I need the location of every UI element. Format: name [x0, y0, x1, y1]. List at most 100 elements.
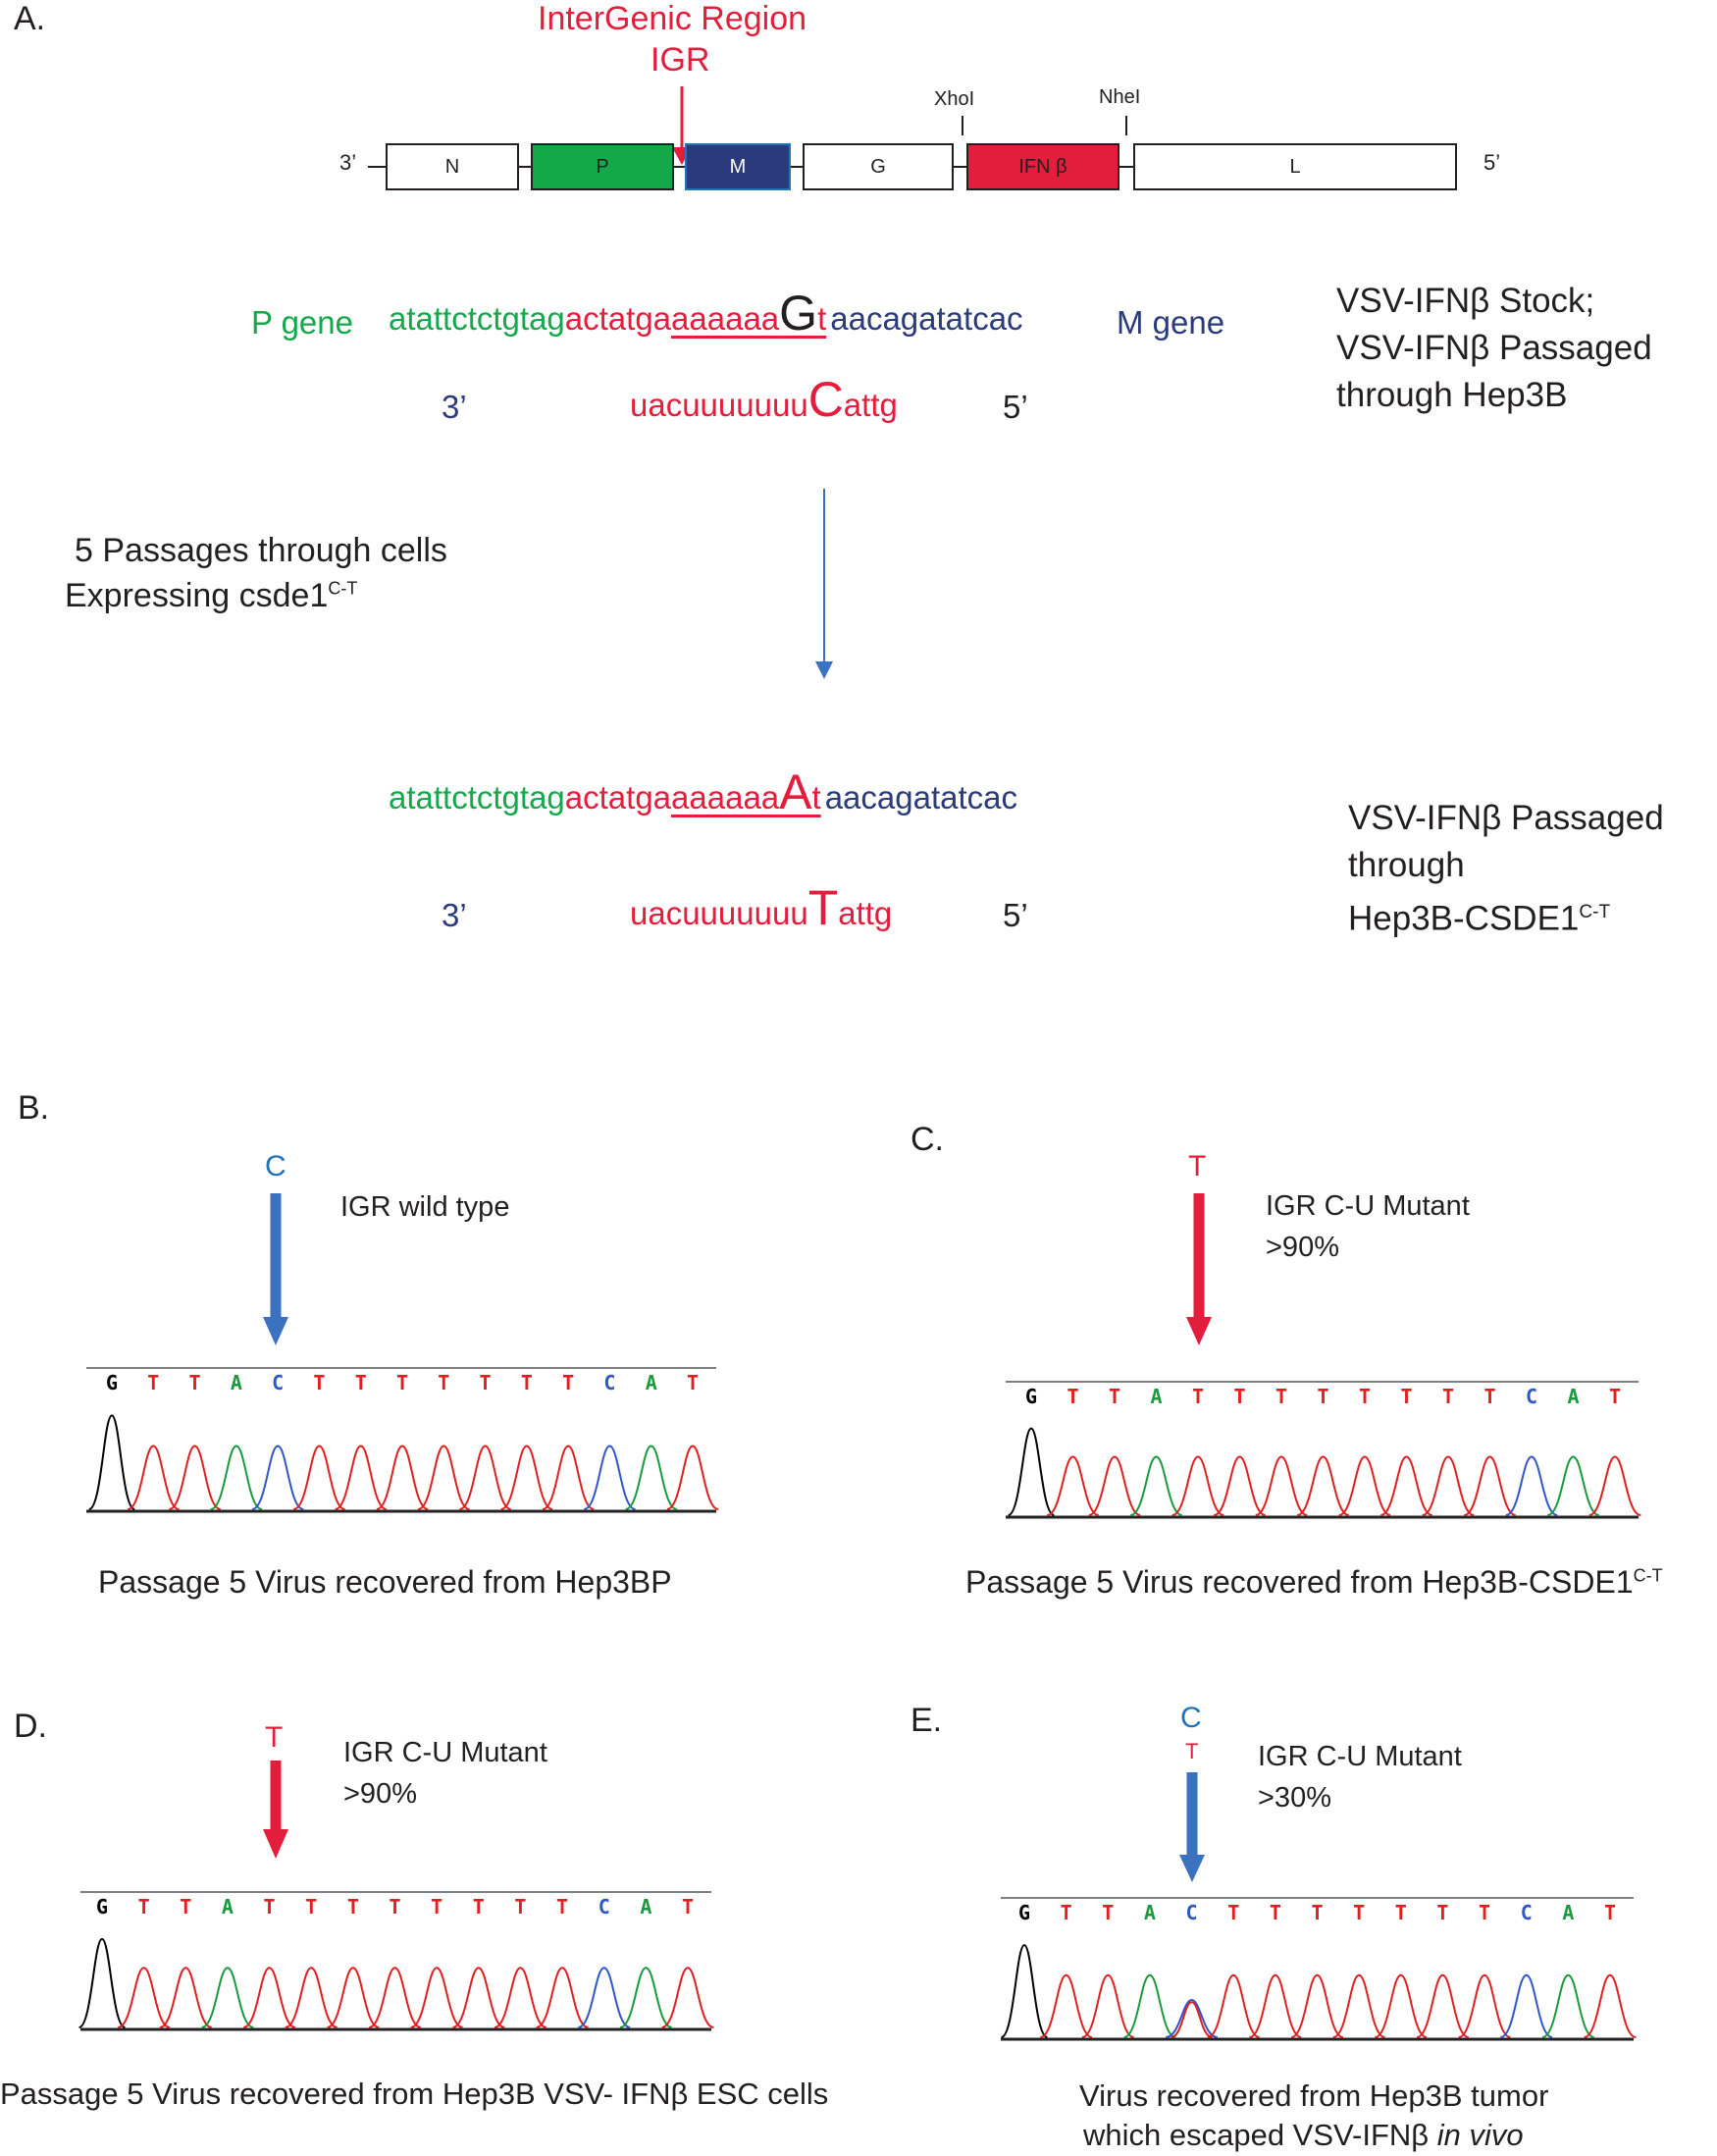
b-peak-1 [127, 1445, 180, 1510]
b-base-call-0: G [106, 1371, 118, 1394]
bottom-dna-navy: aacagatatcac [824, 779, 1017, 815]
top-rna-after: attg [843, 387, 898, 423]
panel-e-caption-1: Virus recovered from Hep3B tumor [1079, 2078, 1549, 2113]
bottom-rna-sequence: uacuuuuuuu T attg [630, 879, 892, 936]
b-peak-6 [335, 1445, 388, 1510]
b-peak-4 [251, 1445, 304, 1510]
c-base-call-7: T [1317, 1385, 1328, 1408]
c-peak-1 [1046, 1455, 1100, 1516]
igr-abbr: IGR [650, 41, 710, 79]
c-base-call-12: C [1526, 1385, 1537, 1408]
d-base-call-8: T [431, 1895, 442, 1919]
gene-box-n: N [386, 143, 519, 190]
panel-d-arrow [263, 1761, 288, 1859]
gene-box-g: G [803, 143, 954, 190]
passage-text-2: Expressing csde1C-T [65, 577, 357, 615]
c-peak-12 [1505, 1455, 1558, 1516]
passage-text-1: 5 Passages through cells [75, 532, 447, 569]
genome-5-end: 5’ [1483, 150, 1501, 175]
c-base-call-13: A [1567, 1385, 1579, 1408]
bottom-rna-5-end: 5’ [1003, 897, 1028, 933]
e-peak-12 [1499, 1973, 1553, 2038]
side-label-bottom: VSV-IFNβ Passaged through Hep3B-CSDE1C-T [1348, 795, 1664, 943]
p-gene-label: P gene [251, 304, 353, 341]
d-base-call-11: T [556, 1895, 568, 1919]
panel-e-arrow [1179, 1772, 1205, 1882]
top-rna-5-end: 5’ [1003, 389, 1028, 425]
bottom-rna-big-t: T [807, 880, 839, 935]
top-dna-sequence: atattctctgtag actatga aaaaaaGt aacagatat… [389, 285, 1023, 342]
panel-c-caption: Passage 5 Virus recovered from Hep3B-CSD… [965, 1564, 1663, 1601]
c-peak-6 [1255, 1455, 1308, 1516]
gene-box-m: M [685, 143, 791, 190]
panel-c-caption-sup: C-T [1633, 1565, 1663, 1586]
panel-e-caption-2: which escaped VSV-IFNβ in vivo [1083, 2118, 1524, 2153]
c-peak-0 [1008, 1427, 1055, 1516]
b-base-call-9: T [480, 1371, 492, 1394]
e-base-call-10: T [1436, 1901, 1448, 1924]
d-base-call-12: C [598, 1895, 610, 1919]
b-peak-5 [292, 1445, 346, 1510]
d-peak-11 [536, 1967, 589, 2028]
b-peak-3 [210, 1445, 263, 1510]
panel-c-caption-main: Passage 5 Virus recovered from Hep3B-CSD… [965, 1564, 1634, 1600]
d-peak-9 [451, 1967, 505, 2028]
bottom-dna-sequence: atattctctgtag actatga aaaaaaAt aacagatat… [389, 763, 1017, 820]
c-base-call-11: T [1483, 1385, 1495, 1408]
bottom-dna-t: t [811, 779, 821, 815]
top-dna-navy: aacagatatcac [830, 300, 1023, 337]
bottom-rna-3-end: 3’ [442, 897, 467, 933]
b-peak-10 [500, 1445, 553, 1510]
b-base-call-13: A [646, 1371, 657, 1394]
b-peak-12 [583, 1445, 637, 1510]
d-peak-0 [78, 1937, 126, 2028]
side-top-line-3: through Hep3B [1336, 376, 1568, 414]
b-peak-8 [417, 1445, 470, 1510]
e-peak-7 [1290, 1973, 1344, 2038]
side-label-top: VSV-IFNβ Stock; VSV-IFNβ Passaged throug… [1336, 278, 1652, 419]
top-rna-3-end: 3’ [442, 389, 467, 425]
c-peak-14 [1588, 1455, 1641, 1516]
e-peak-3 [1123, 1973, 1176, 2038]
gene-box-ifnb: IFN β [966, 143, 1119, 190]
e-peak-9 [1374, 1973, 1428, 2038]
e-base-call-11: T [1479, 1901, 1490, 1924]
b-base-call-1: T [147, 1371, 159, 1394]
b-base-call-14: T [687, 1371, 699, 1394]
panel-c-note-1: IGR C-U Mutant [1266, 1190, 1470, 1222]
side-top-line-1: VSV-IFNβ Stock; [1336, 282, 1595, 320]
panel-e-note-2: >30% [1258, 1782, 1331, 1814]
c-peak-9 [1379, 1455, 1433, 1516]
b-base-call-6: T [355, 1371, 367, 1394]
panel-c-arrow [1186, 1193, 1212, 1345]
c-base-call-4: T [1192, 1385, 1204, 1408]
bottom-dna-a-run: aaaaaa [671, 779, 780, 815]
e-base-call-9: T [1395, 1901, 1407, 1924]
b-base-call-11: T [562, 1371, 574, 1394]
d-peak-12 [577, 1967, 631, 2028]
b-peak-11 [542, 1445, 595, 1510]
bottom-dna-red: actatga [564, 779, 672, 815]
genome-3-end: 3’ [339, 150, 357, 175]
c-base-call-6: T [1275, 1385, 1287, 1408]
b-base-call-2: T [189, 1371, 201, 1394]
d-base-call-7: T [389, 1895, 400, 1919]
top-dna-red: actatga [564, 300, 672, 337]
m-gene-label: M gene [1117, 304, 1225, 341]
b-base-call-10: T [521, 1371, 533, 1394]
passage-arrow [815, 489, 833, 679]
top-dna-big-g: G [779, 286, 818, 341]
passage-text-2-sup: C-T [328, 578, 358, 599]
b-base-call-8: T [438, 1371, 449, 1394]
nhei-site-label: NheI [1099, 86, 1141, 108]
d-peak-5 [285, 1967, 338, 2028]
c-peak-4 [1171, 1455, 1224, 1516]
d-base-call-10: T [514, 1895, 526, 1919]
e-peak-5 [1207, 1973, 1261, 2038]
d-base-call-9: T [473, 1895, 485, 1919]
d-base-call-4: T [264, 1895, 276, 1919]
b-base-call-12: C [603, 1371, 615, 1394]
